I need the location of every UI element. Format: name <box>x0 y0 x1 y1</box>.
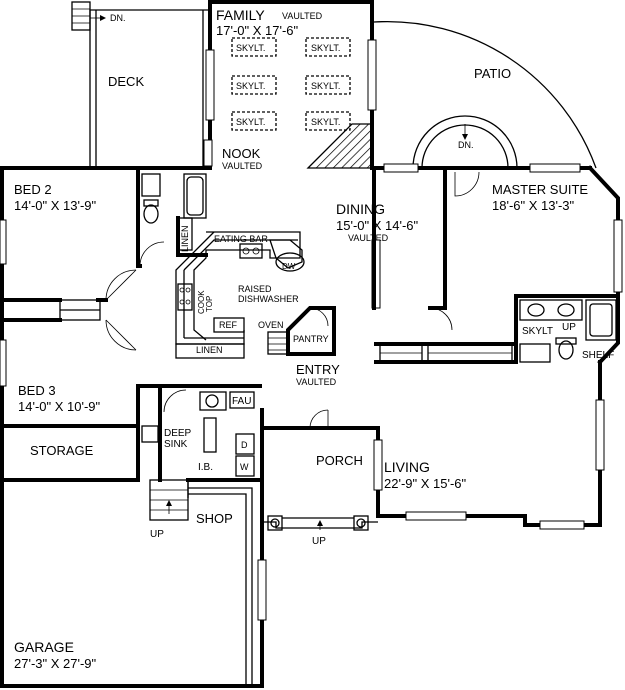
dishwasher-short-label: DW <box>282 262 296 271</box>
entry-label: ENTRY <box>296 362 340 377</box>
patio-down-label: DN. <box>458 140 474 150</box>
master-shelf-label: SHELF <box>582 350 614 361</box>
deck-stair-arrow <box>90 15 106 21</box>
ib-label: I.B. <box>198 462 213 473</box>
top-label: TOP <box>205 296 214 312</box>
master-label: MASTER SUITE <box>492 182 588 197</box>
patio-label: PATIO <box>474 66 511 81</box>
dishwasher-label: DISHWASHER <box>238 294 299 304</box>
fau-label: FAU <box>232 396 251 407</box>
garage-label: GARAGE <box>14 639 74 655</box>
bath-2 <box>136 173 208 268</box>
bed3-dimensions: 14'-0" X 10'-9" <box>18 399 101 414</box>
bed2-dimensions: 14'-0" X 13'-9" <box>14 198 97 213</box>
garage-dimensions: 27'-3" X 27'-9" <box>14 656 97 671</box>
master-dimensions: 18'-6" X 13'-3" <box>492 198 575 213</box>
shop-label: SHOP <box>196 511 233 526</box>
living-windows <box>373 399 605 530</box>
oven-pantry <box>267 306 336 356</box>
cook-label: COOK <box>197 290 206 314</box>
living-dimensions: 22'-9" X 15'-6" <box>384 476 467 491</box>
pantry-label: PANTRY <box>293 334 329 344</box>
deep-label: DEEP <box>164 428 192 439</box>
deck-down-label: DN. <box>110 13 126 23</box>
kitchen-linen-label: LINEN <box>196 345 223 355</box>
porch-up-label: UP <box>312 536 326 547</box>
master-features <box>374 163 623 364</box>
entry-vaulted-note: VAULTED <box>296 377 337 387</box>
porch <box>262 515 378 531</box>
hall-door-swings <box>105 269 137 351</box>
dining-label: DINING <box>336 201 385 217</box>
family-label: FAMILY <box>216 7 265 23</box>
kitchen-counters <box>175 231 305 359</box>
living-label: LIVING <box>384 459 430 475</box>
sink-label: SINK <box>164 439 188 450</box>
skylight-label-5: SKYLT. <box>236 117 265 127</box>
bed2-closet <box>59 299 101 321</box>
master-up-label: UP <box>562 322 576 333</box>
storage-walls <box>0 478 264 498</box>
ref-label: REF <box>219 320 238 330</box>
laundry <box>136 384 329 482</box>
garage-stairs <box>149 479 189 521</box>
skylight-label-2: SKYLT. <box>311 43 340 53</box>
eating-bar-label: EATING BAR <box>214 234 268 244</box>
nook-label: NOOK <box>222 146 261 161</box>
family-windows <box>203 39 377 167</box>
dining-vaulted-note: VAULTED <box>348 233 389 243</box>
dining-dimensions: 15'-0" X 14'-6" <box>336 218 419 233</box>
bed3-walls <box>0 339 140 482</box>
skylights <box>231 37 351 131</box>
family-vaulted-note: VAULTED <box>282 11 323 21</box>
patio-outline <box>373 20 597 169</box>
dryer-label: D <box>241 440 248 450</box>
fireplace <box>306 123 373 169</box>
bed3-label: BED 3 <box>18 383 56 398</box>
skylight-label-6: SKYLT. <box>311 117 340 127</box>
garage-walls <box>188 487 267 686</box>
skylight-label-1: SKYLT. <box>236 43 265 53</box>
raised-label: RAISED <box>238 284 272 294</box>
deck-label: DECK <box>108 74 144 89</box>
bath-linen-label: LINEN <box>180 225 190 252</box>
washer-label: W <box>240 462 249 472</box>
bed2-window <box>0 219 7 265</box>
garage-stair-up-label: UP <box>150 529 164 540</box>
family-dimensions: 17'-0" X 17'-6" <box>216 23 299 38</box>
skylight-label-4: SKYLT. <box>311 81 340 91</box>
oven-label: OVEN <box>258 320 284 330</box>
storage-label: STORAGE <box>30 443 94 458</box>
master-skylight-label: SKYLT <box>522 326 553 337</box>
porch-label: PORCH <box>316 453 363 468</box>
skylight-label-3: SKYLT. <box>236 81 265 91</box>
bed2-label: BED 2 <box>14 182 52 197</box>
nook-vaulted-note: VAULTED <box>222 161 263 171</box>
